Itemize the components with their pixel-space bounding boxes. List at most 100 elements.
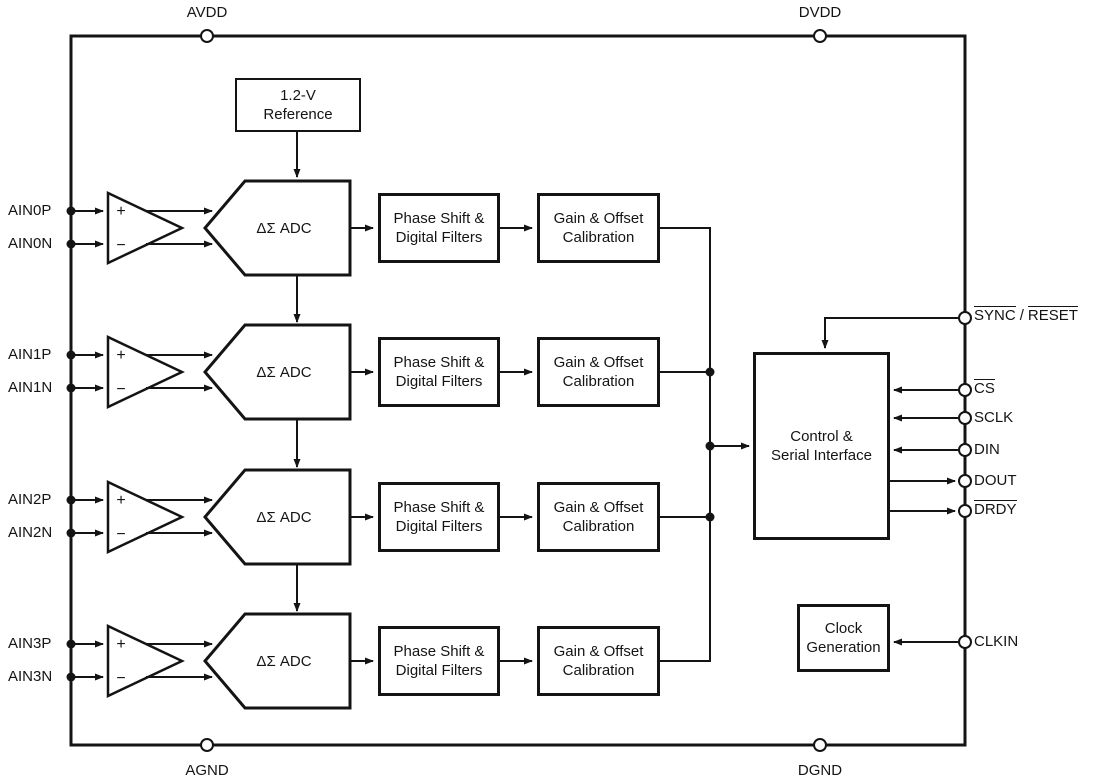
phase-filter-line1: Phase Shift & [393,499,485,516]
control-serial-interface-box: Control & Serial Interface [753,352,890,540]
gain-offset-box-2: Gain & Offset Calibration [537,482,660,552]
cs-pin-circle [958,383,972,397]
gain-offset-line1: Gain & Offset [553,210,644,227]
gain-offset-line1: Gain & Offset [553,643,644,660]
drdy-label: DRDY [974,500,1017,519]
dgnd-pin-circle [813,738,827,752]
gain-offset-line2: Calibration [562,229,635,246]
reference-box-line1: 1.2-V [280,87,316,104]
din-pin-circle [958,443,972,457]
adc-pentagon [203,179,352,277]
channel-3-front-end: + − ΔΣ ADC [66,612,711,710]
junction-dot [705,512,715,522]
phase-filter-box-2: Phase Shift & Digital Filters [378,482,500,552]
adc-pentagon [203,468,352,566]
cs-label-text: CS [974,379,995,397]
reference-box-line2: Reference [263,106,333,123]
phase-filter-box-3: Phase Shift & Digital Filters [378,626,500,696]
channel-2-front-end: + − ΔΣ ADC [66,468,711,566]
opamp-triangle [106,624,185,698]
sync-reset-wire [821,317,958,349]
dgnd-label: DGND [797,762,843,779]
dvdd-pin-circle [813,29,827,43]
ain1n-pin-dot [66,383,76,393]
adc-label: ΔΣ ADC [256,653,311,670]
phase-filter-line1: Phase Shift & [393,354,485,371]
ain2n-label: AIN2N [8,524,53,541]
sync-label: SYNC [974,306,1016,324]
control-box-line2: Serial Interface [771,447,872,464]
ain0n-label: AIN0N [8,235,53,252]
ain1n-label: AIN1N [8,379,53,396]
drdy-pin-circle [958,504,972,518]
opamp-triangle [106,480,185,554]
adc-pentagon [203,323,352,421]
phase-filter-line2: Digital Filters [395,662,483,679]
adc-pentagon [203,612,352,710]
sync-reset-pin-circle [958,311,972,325]
data-bus [705,228,750,661]
gain-offset-line1: Gain & Offset [553,354,644,371]
reference-box: 1.2-V Reference [235,78,361,132]
gain-offset-line2: Calibration [562,662,635,679]
ain3n-pin-dot [66,672,76,682]
clkin-label: CLKIN [974,633,1019,650]
clock-generation-box: Clock Generation [797,604,890,672]
din-label: DIN [974,441,1000,458]
gain-offset-line1: Gain & Offset [553,499,644,516]
opamp-triangle [106,191,185,265]
cs-label: CS [974,379,995,398]
ain1p-label: AIN1P [8,346,52,363]
phase-filter-line1: Phase Shift & [393,643,485,660]
gain-offset-box-3: Gain & Offset Calibration [537,626,660,696]
phase-filter-line2: Digital Filters [395,518,483,535]
dout-pin-circle [958,474,972,488]
ain0p-label: AIN0P [8,202,52,219]
opamp-minus: − [116,526,125,543]
phase-filter-line1: Phase Shift & [393,210,485,227]
junction-dot [705,367,715,377]
adc-label: ΔΣ ADC [256,364,311,381]
ain3n-label: AIN3N [8,668,53,685]
agnd-pin-circle [200,738,214,752]
dvdd-label: DVDD [798,4,842,21]
opamp-plus: + [116,492,125,509]
clock-box-line1: Clock [824,620,863,637]
channel-0-front-end: + − ΔΣ ADC [66,179,711,277]
sclk-pin-circle [958,411,972,425]
gain-offset-line2: Calibration [562,518,635,535]
ain3p-label: AIN3P [8,635,52,652]
control-box-line1: Control & [790,428,853,445]
gain-offset-box-1: Gain & Offset Calibration [537,337,660,407]
clock-box-line2: Generation [806,639,881,656]
clkin-pin-circle [958,635,972,649]
phase-filter-line2: Digital Filters [395,373,483,390]
phase-filter-box-0: Phase Shift & Digital Filters [378,193,500,263]
sync-reset-separator: / [1019,307,1024,324]
ain2p-label: AIN2P [8,491,52,508]
adc-label: ΔΣ ADC [256,220,311,237]
drdy-label-text: DRDY [974,500,1017,518]
ain0p-pin-dot [66,206,76,216]
adc-label: ΔΣ ADC [256,509,311,526]
opamp-plus: + [116,347,125,364]
opamp-minus: − [116,237,125,254]
channel-1-front-end: + − ΔΣ ADC [66,323,711,421]
reset-label: RESET [1027,306,1078,324]
opamp-triangle [106,335,185,409]
serial-interface-wiring [821,311,972,649]
ain1p-pin-dot [66,350,76,360]
opamp-minus: − [116,670,125,687]
dout-label: DOUT [974,472,1017,489]
junction-dot [705,441,715,451]
gain-offset-line2: Calibration [562,373,635,390]
ain2p-pin-dot [66,495,76,505]
sclk-label: SCLK [974,409,1014,426]
phase-filter-line2: Digital Filters [395,229,483,246]
avdd-label: AVDD [186,4,228,21]
ain0n-pin-dot [66,239,76,249]
gain-offset-box-0: Gain & Offset Calibration [537,193,660,263]
sync-reset-label: SYNC/RESET [974,306,1078,325]
